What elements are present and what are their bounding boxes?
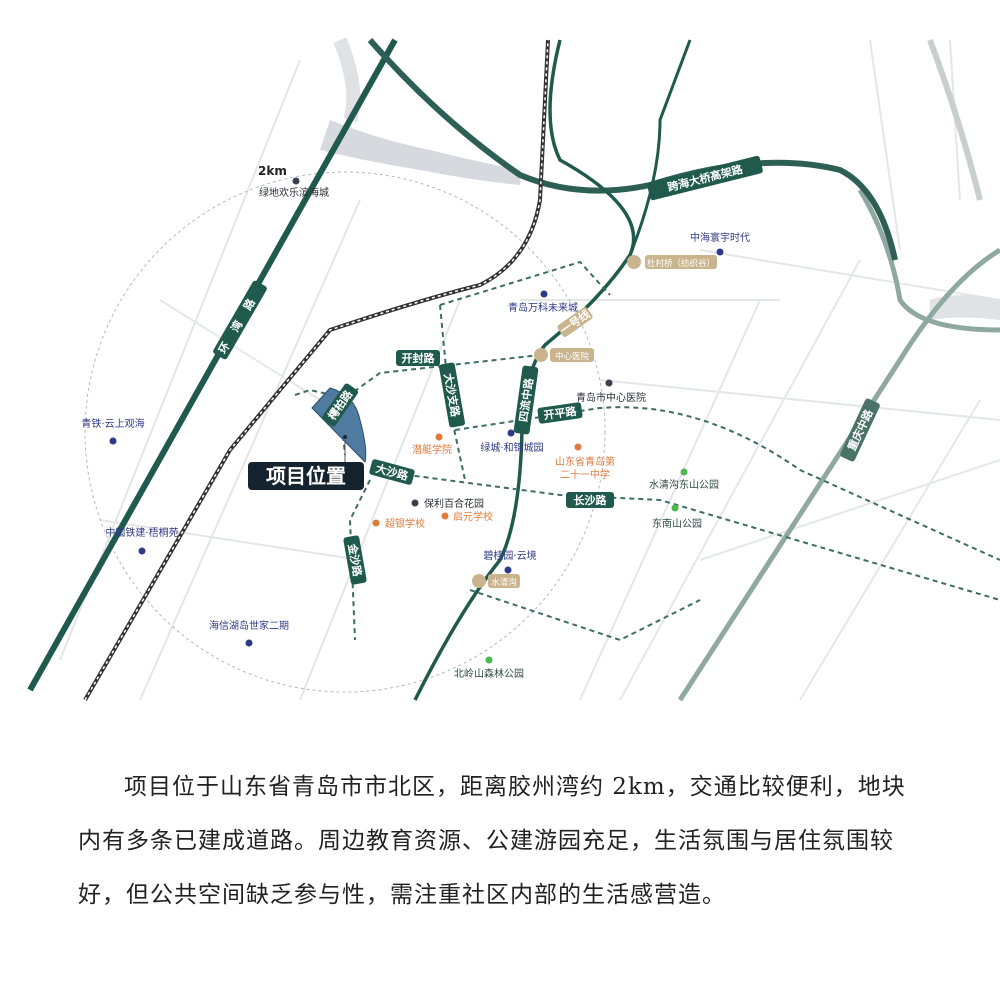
station-shuiqinggou: 水清沟 bbox=[472, 574, 520, 588]
svg-text:中心医院: 中心医院 bbox=[555, 351, 590, 362]
poi-baoli: 保利百合花园 bbox=[411, 497, 484, 510]
svg-text:山东省青岛第: 山东省青岛第 bbox=[555, 455, 615, 468]
svg-text:青铁·云上观海: 青铁·云上观海 bbox=[81, 417, 144, 430]
poi-hospital: 青岛市中心医院 bbox=[576, 379, 646, 404]
poi-zhongtie: 中国铁建·梧桐苑 bbox=[105, 526, 179, 555]
svg-text:启元学校: 启元学校 bbox=[453, 510, 493, 523]
svg-text:杜村桥（纺织谷）: 杜村桥（纺织谷） bbox=[647, 258, 715, 269]
svg-text:重庆中路: 重庆中路 bbox=[844, 406, 876, 453]
road-tag-dasha: 大沙路 bbox=[369, 459, 415, 485]
station-center-hospital: 中心医院 bbox=[534, 348, 594, 362]
location-map: 2km 环湾路 跨海大桥高架路 重庆中路 开封路 开平路 bbox=[27, 37, 1000, 702]
local-roads bbox=[294, 260, 1000, 642]
svg-text:四流中路: 四流中路 bbox=[516, 376, 536, 423]
svg-text:保利百合花园: 保利百合花园 bbox=[424, 497, 484, 510]
poi-dongnanshan-park: 东南山公园 bbox=[652, 504, 702, 530]
railway bbox=[83, 39, 550, 702]
svg-text:海信湖岛世家二期: 海信湖岛世家二期 bbox=[209, 619, 289, 632]
road-tag-siliu: 四流中路 bbox=[513, 365, 539, 435]
kuahai-road-east bbox=[857, 188, 1000, 333]
road-tag-changsha: 长沙路 bbox=[566, 492, 614, 508]
poi-beiling-park: 北岭山森林公园 bbox=[454, 656, 524, 680]
road-tag-jinsha: 金沙路 bbox=[343, 535, 367, 585]
poi-lvcheng: 绿城·和锦城园 bbox=[480, 429, 544, 454]
poi-qingtie: 青铁·云上观海 bbox=[81, 417, 145, 445]
metro-line-2 bbox=[628, 39, 692, 256]
svg-text:中海寰宇时代: 中海寰宇时代 bbox=[690, 231, 750, 244]
project-location-label: 项目位置 bbox=[248, 440, 364, 490]
poi-biguiyuan: 碧桂园·云境 bbox=[483, 549, 537, 574]
poi-lvdi: 绿地欢乐滨海城 bbox=[259, 177, 329, 199]
road-tag-huanwan: 环湾路 bbox=[213, 280, 267, 360]
road-tag-kaiping: 开平路 bbox=[537, 402, 583, 424]
water-body bbox=[320, 120, 520, 185]
svg-text:北岭山森林公园: 北岭山森林公园 bbox=[454, 667, 524, 680]
chongqing-road bbox=[677, 247, 1000, 702]
coast bbox=[333, 37, 361, 123]
svg-text:青岛市中心医院: 青岛市中心医院 bbox=[576, 391, 646, 404]
road-tag-kaifeng: 开封路 bbox=[396, 350, 440, 366]
svg-text:开封路: 开封路 bbox=[402, 351, 436, 365]
svg-text:环湾路: 环湾路 bbox=[215, 284, 265, 356]
svg-text:超银学校: 超银学校 bbox=[385, 517, 425, 530]
river bbox=[930, 295, 1000, 320]
svg-text:中国铁建·梧桐苑: 中国铁建·梧桐苑 bbox=[105, 526, 178, 539]
svg-text:青岛万科未来城: 青岛万科未来城 bbox=[508, 301, 578, 314]
svg-text:水清沟: 水清沟 bbox=[491, 577, 517, 588]
poi-qianting: 潜艇学院 bbox=[412, 433, 452, 456]
poi-vanke: 青岛万科未来城 bbox=[508, 290, 578, 314]
svg-text:长沙路: 长沙路 bbox=[574, 493, 608, 507]
poi-chaoyin: 超银学校 bbox=[372, 517, 425, 530]
svg-text:开平路: 开平路 bbox=[543, 404, 579, 423]
project-site bbox=[311, 387, 367, 463]
station-ducun: 杜村桥（纺织谷） bbox=[627, 255, 717, 269]
svg-text:潜艇学院: 潜艇学院 bbox=[412, 443, 452, 456]
radius-label: 2km bbox=[258, 164, 287, 178]
description-paragraph: 项目位于山东省青岛市市北区，距离胶州湾约 2km，交通比较便利，地块内有多条已建… bbox=[78, 760, 928, 922]
svg-text:跨海大桥高架路: 跨海大桥高架路 bbox=[666, 162, 745, 194]
metro-line-1 bbox=[413, 39, 636, 701]
road-tag-chongqing: 重庆中路 bbox=[840, 398, 880, 462]
svg-text:东南山公园: 东南山公园 bbox=[652, 517, 702, 530]
svg-text:金沙路: 金沙路 bbox=[345, 542, 365, 579]
coast-gray bbox=[927, 38, 983, 201]
poi-21-school: 山东省青岛第 二十一中学 bbox=[555, 443, 615, 481]
description-text: 项目位于山东省青岛市市北区，距离胶州湾约 2km，交通比较便利，地块内有多条已建… bbox=[78, 774, 906, 908]
svg-text:绿地欢乐滨海城: 绿地欢乐滨海城 bbox=[259, 186, 329, 199]
poi-qiyuan: 启元学校 bbox=[441, 510, 493, 523]
2km-radius-circle bbox=[84, 171, 606, 693]
svg-text:水清沟东山公园: 水清沟东山公园 bbox=[649, 478, 719, 491]
svg-text:项目位置: 项目位置 bbox=[266, 464, 346, 488]
huanwan-road bbox=[27, 38, 398, 692]
svg-text:绿城·和锦城园: 绿城·和锦城园 bbox=[480, 441, 543, 454]
svg-text:碧桂园·云境: 碧桂园·云境 bbox=[483, 549, 536, 562]
road-tag-dasha-branch: 大沙支路 bbox=[439, 362, 465, 428]
poi-shuiqinggou-park: 水清沟东山公园 bbox=[649, 468, 719, 491]
poi-haixin: 海信湖岛世家二期 bbox=[209, 619, 289, 647]
svg-text:二十一中学: 二十一中学 bbox=[560, 468, 610, 481]
poi-zhonghai: 中海寰宇时代 bbox=[690, 231, 750, 256]
